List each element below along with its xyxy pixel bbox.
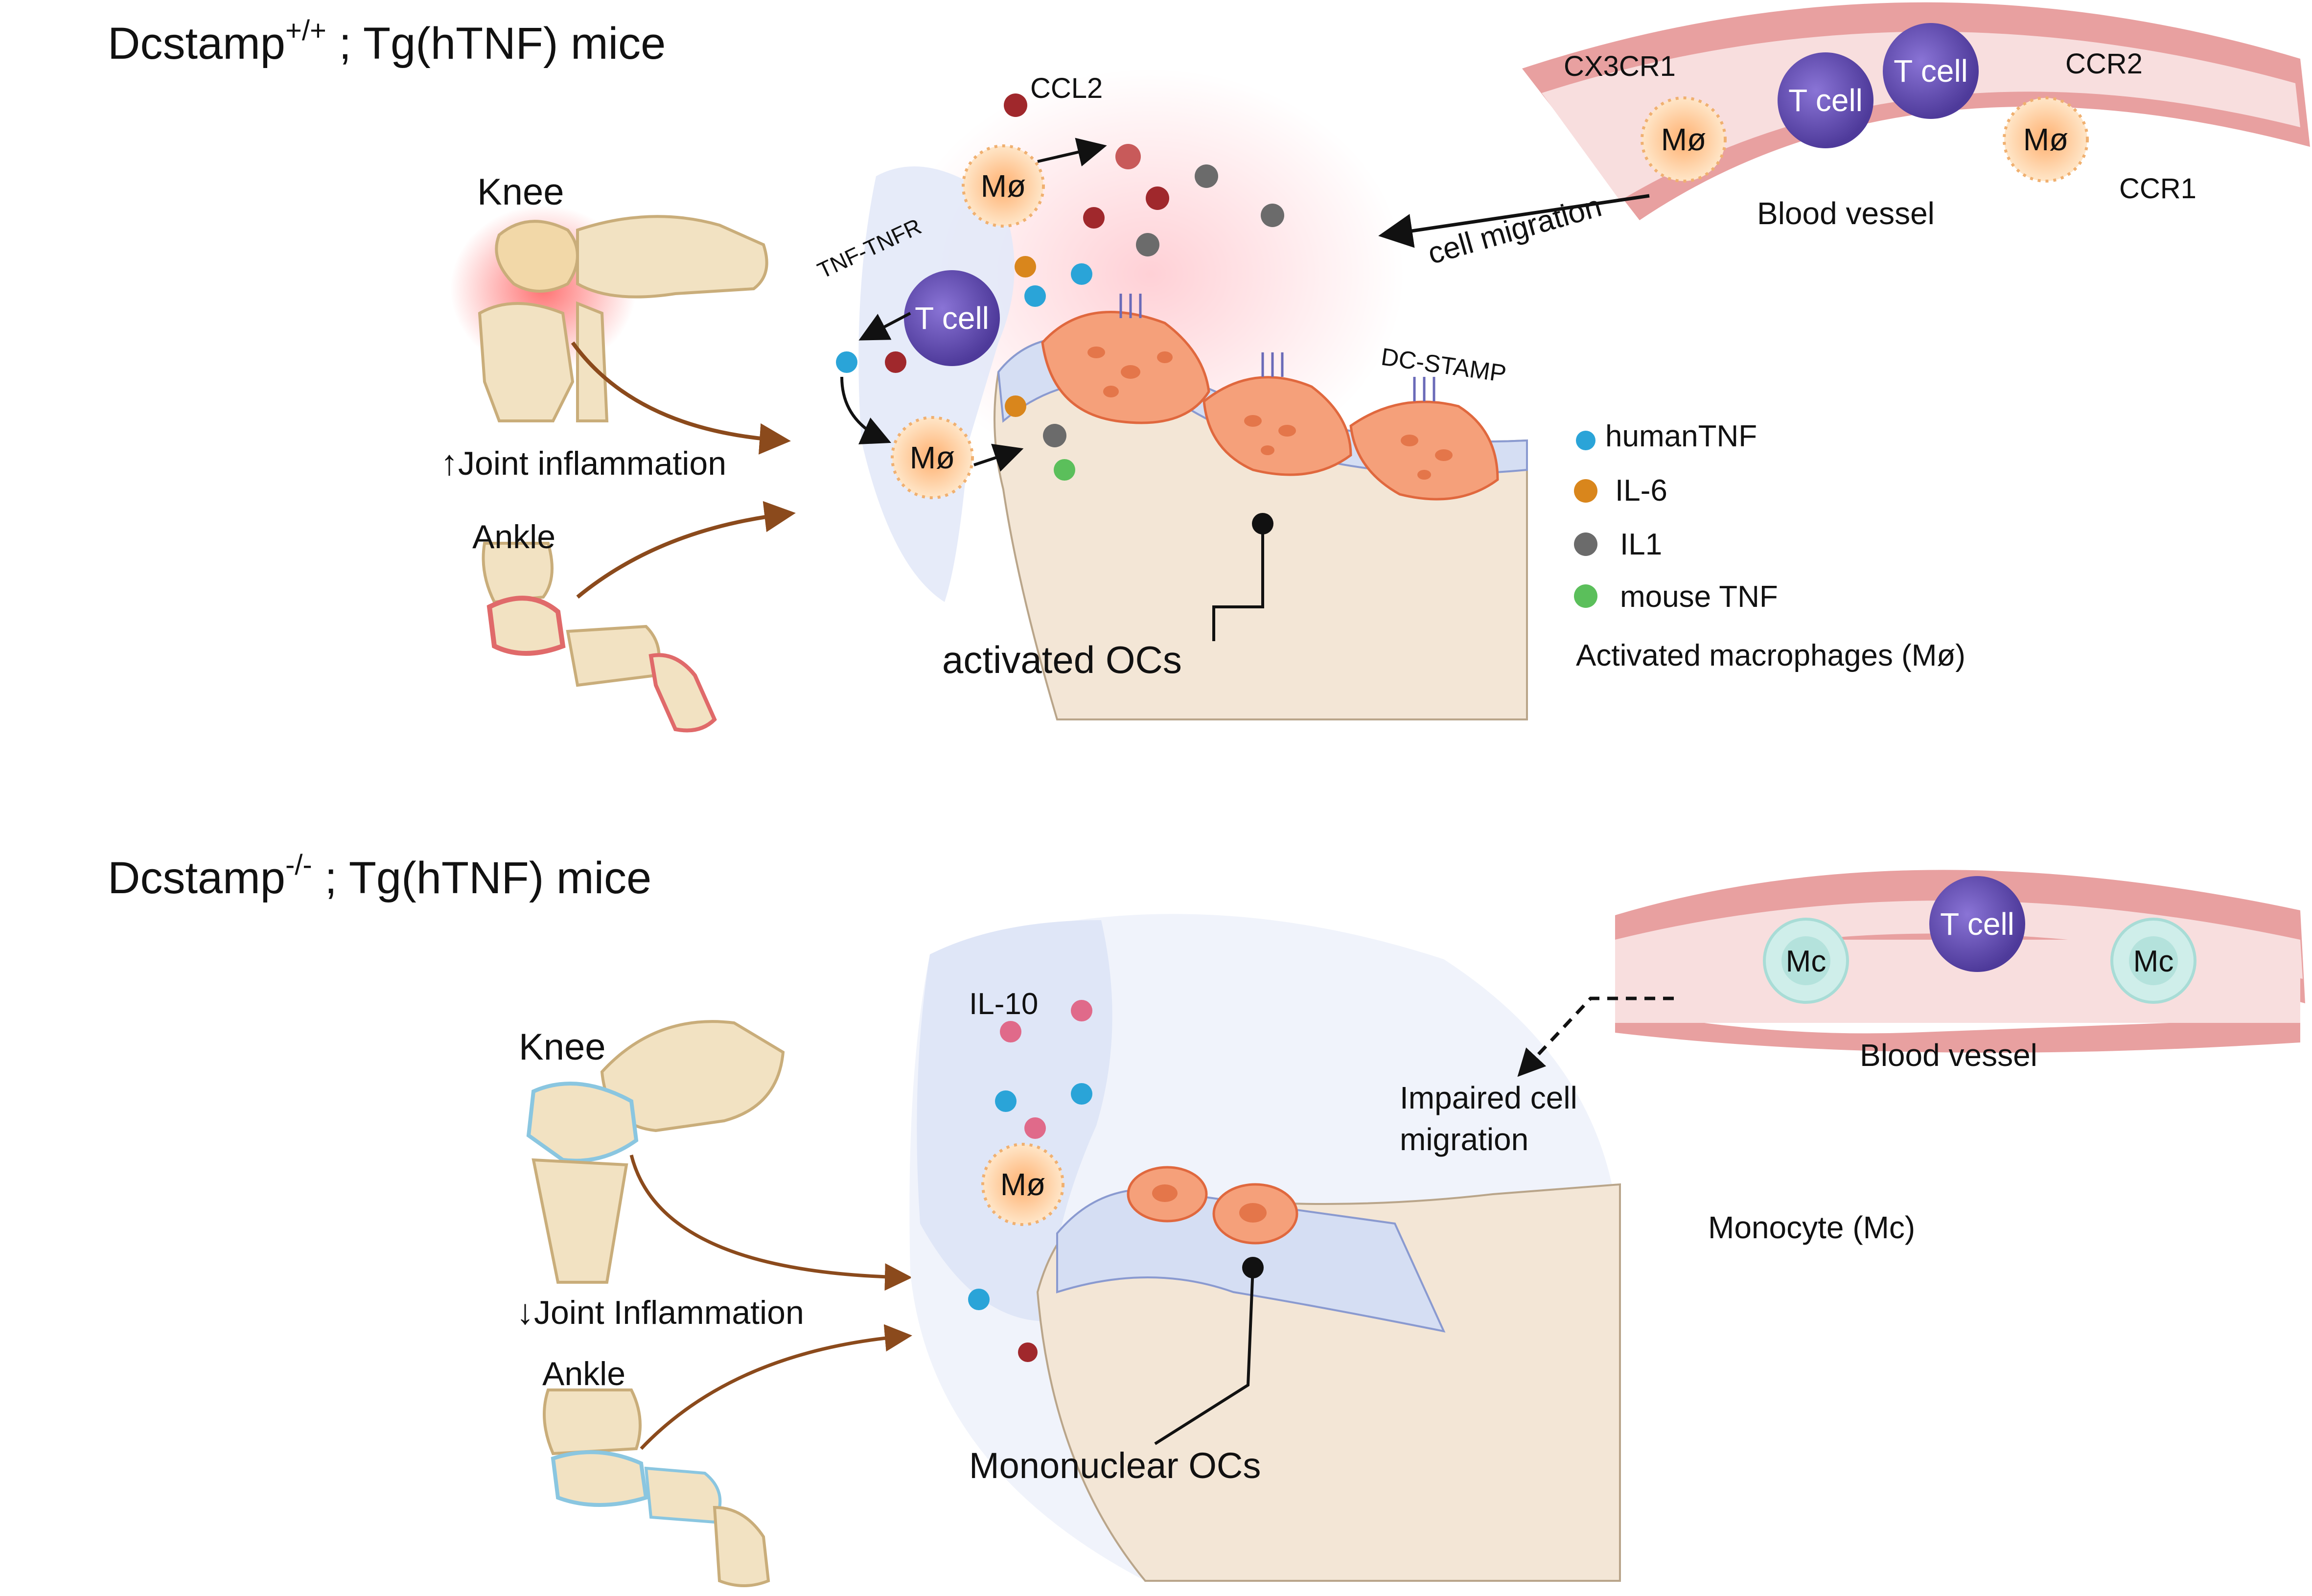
top-cx3cr1-label: CX3CR1 [1564, 50, 1676, 82]
bottom-impaired-label-1: Impaired cell [1400, 1080, 1577, 1115]
top-knee-label: Knee [477, 171, 564, 213]
top-vessel-macrophage-left: Mø [1641, 96, 1727, 183]
top-blood-vessel: Mø Mø T cell T cell CX3CR1 CCR2 CCR1 Blo… [1522, 2, 2310, 231]
bottom-knee-label: Knee [519, 1026, 606, 1068]
top-vessel-tcell-1: T cell [1778, 52, 1873, 148]
legend-label-2: IL-6 [1615, 474, 1667, 508]
top-macrophage-upper: Mø [962, 144, 1045, 228]
top-knee-joint: Knee [450, 171, 768, 422]
top-vessel-tcell-2: T cell [1883, 23, 1979, 119]
bottom-impaired-label-2: migration [1400, 1122, 1528, 1157]
legend-label-4: mouse TNF [1620, 580, 1778, 614]
bottom-title: Dcstamp-/- ; Tg(hTNF) mice [108, 849, 651, 903]
bottom-mononuclear-label: Mononuclear OCs [969, 1445, 1261, 1486]
bottom-oc-pointer [1154, 1267, 1254, 1445]
top-tcell: T cell [904, 270, 1000, 366]
bottom-monocyte-label: Monocyte (Mc) [1708, 1210, 1915, 1245]
legend-swatch-2 [1574, 479, 1597, 503]
top-activated-ocs-label: activated OCs [942, 638, 1182, 681]
svg-text:Mø: Mø [1661, 122, 1706, 157]
top-mac-oc-arrow [973, 443, 1024, 472]
svg-text:Mc: Mc [2133, 945, 2174, 978]
bottom-cytokines [968, 1000, 1092, 1362]
legend-macrophages-label: Activated macrophages (Mø) [1576, 639, 1965, 672]
top-tcell-arrow [858, 312, 911, 341]
top-dcstamp-label: DC-STAMP [1379, 343, 1508, 387]
legend: humanTNF IL-6 IL1 mouse TNF Activated ma… [1574, 419, 1965, 672]
top-vessel-macrophage-right: Mø [2003, 96, 2089, 183]
top-ccl2-label: CCL2 [1030, 72, 1103, 104]
bottom-inflammation-label: ↓Joint Inflammation [516, 1293, 804, 1332]
bottom-knee-arrow [629, 1155, 912, 1291]
top-ankle-arrow [576, 501, 796, 599]
svg-text:T cell: T cell [1940, 906, 2014, 942]
top-panel: Dcstamp+/+ ; Tg(hTNF) mice Knee Ankle ↑J… [108, 2, 2310, 733]
bottom-ankle-joint: Ankle [542, 1355, 770, 1587]
legend-label-3: IL1 [1620, 528, 1662, 561]
top-ccr2-label: CCR2 [2065, 48, 2143, 80]
top-title: Dcstamp+/+ ; Tg(hTNF) mice [108, 15, 666, 69]
svg-text:Mø: Mø [910, 440, 955, 475]
svg-text:Mø: Mø [1000, 1167, 1045, 1202]
bottom-vessel-monocyte-right: Mc [2110, 918, 2196, 1004]
bottom-macrophage: Mø [981, 1143, 1064, 1226]
top-ccr1-label: CCR1 [2119, 173, 2196, 205]
bottom-il10-label: IL-10 [969, 987, 1038, 1021]
top-macrophage-lower: Mø [891, 416, 974, 499]
bottom-blood-vessel-label: Blood vessel [1860, 1038, 2037, 1073]
top-inflammation-label: ↑Joint inflammation [440, 443, 726, 483]
svg-text:T cell: T cell [1788, 83, 1863, 118]
bottom-knee-joint: Knee [519, 1020, 785, 1284]
top-joint-zoom: activated OCs DC-STAMP Mø Mø T cell CCL2… [813, 69, 1528, 720]
bottom-blood-vessel: Mc Mc T cell Blood vessel [1615, 870, 2305, 1073]
legend-swatch-4 [1574, 584, 1597, 608]
svg-text:T cell: T cell [915, 301, 989, 336]
top-blood-vessel-label: Blood vessel [1757, 196, 1935, 231]
bottom-vessel-monocyte-left: Mc [1763, 918, 1849, 1004]
legend-swatch-3 [1574, 532, 1597, 556]
top-mac-secretion-arrow [1037, 138, 1107, 167]
top-ankle-label: Ankle [472, 518, 555, 555]
top-migration-label: cell migration [1424, 189, 1605, 271]
top-migration-arrow [1378, 194, 1650, 248]
top-knee-arrow [571, 341, 791, 455]
svg-text:Mø: Mø [2023, 122, 2068, 157]
svg-text:T cell: T cell [1894, 53, 1968, 89]
svg-text:Mc: Mc [1786, 945, 1826, 978]
legend-label-1: humanTNF [1605, 419, 1757, 453]
top-ankle-joint: Ankle [472, 518, 717, 733]
top-oc-pointer [1212, 524, 1264, 641]
bottom-impaired-arrow [1517, 996, 1674, 1077]
bottom-ankle-arrow [640, 1324, 912, 1450]
top-activation-arrow [840, 376, 891, 444]
top-cytokines [836, 93, 1284, 481]
bottom-joint-zoom: Mononuclear OCs IL-10 Mø [909, 914, 1621, 1582]
bottom-vessel-tcell: T cell [1929, 876, 2025, 972]
bottom-ankle-label: Ankle [542, 1355, 625, 1392]
bottom-panel: Dcstamp-/- ; Tg(hTNF) mice Knee Ankle ↓J… [108, 849, 2305, 1587]
legend-swatch-1 [1576, 431, 1595, 450]
svg-text:Mø: Mø [981, 168, 1026, 204]
